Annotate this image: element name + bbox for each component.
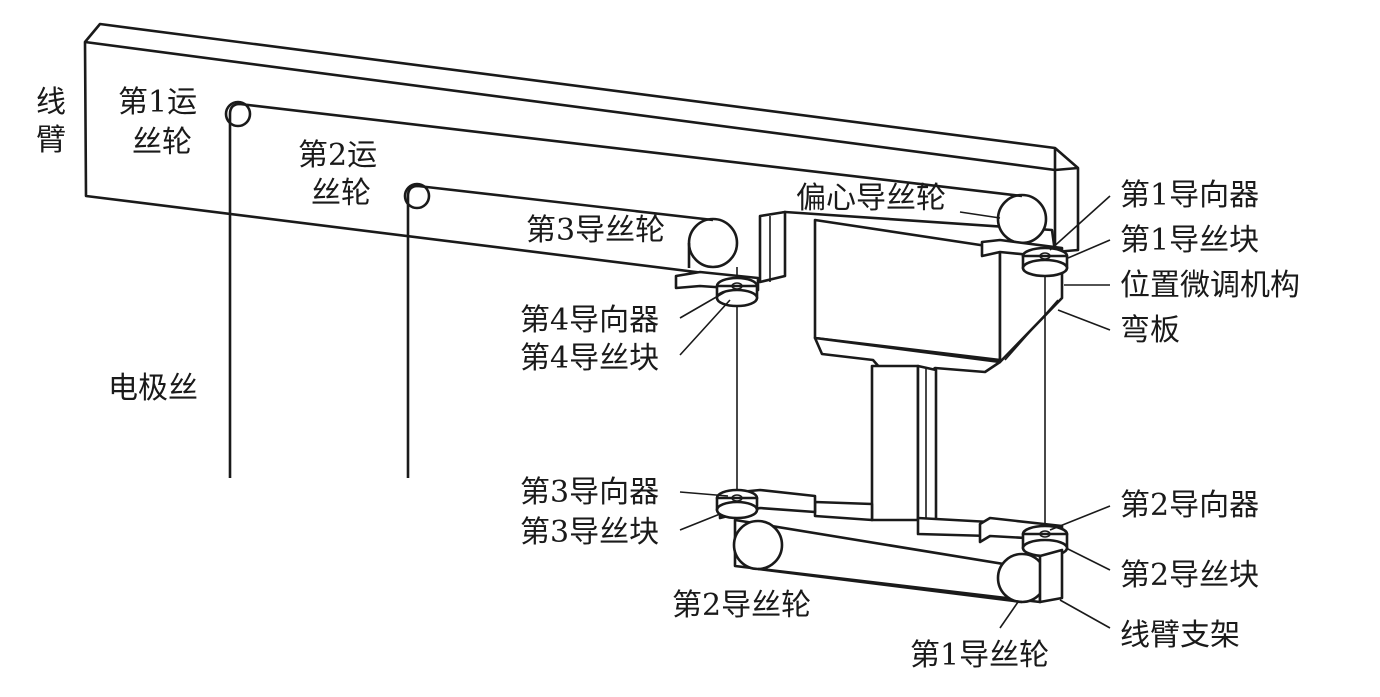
label-eccentric-wheel: 偏心导丝轮: [796, 181, 946, 216]
arm-bracket-stem: [813, 364, 992, 538]
label-wheel2-run-line2: 丝轮: [311, 176, 371, 211]
label-block3: 第3导丝块: [520, 515, 659, 550]
label-electrode-wire: 电极丝: [108, 371, 198, 406]
left-hanging-plate: [758, 210, 787, 284]
eccentric-wheel-icon: [996, 193, 1048, 245]
guide-wheel2-icon: [732, 519, 784, 571]
label-arm-line1: 线: [36, 85, 66, 120]
label-guide3: 第3导向器: [520, 475, 659, 510]
label-arm-bracket: 线臂支架: [1120, 618, 1240, 653]
guide2-block2: [978, 516, 1069, 604]
label-fine-adjust: 位置微调机构: [1120, 268, 1300, 303]
leader-lines: [679, 195, 1111, 629]
label-guide2: 第2导向器: [1120, 488, 1259, 523]
guide4-block4: [674, 270, 760, 308]
label-wheel1-run-line2: 丝轮: [132, 125, 192, 160]
label-wheel2-run-line1: 第2运: [298, 138, 377, 173]
wire-arm-beam: [83, 22, 1080, 282]
label-block1: 第1导丝块: [1120, 223, 1259, 258]
label-arm-line2: 臂: [36, 123, 66, 158]
guide3-block3: [715, 488, 817, 520]
label-block2: 第2导丝块: [1120, 558, 1259, 593]
electrode-wire: [228, 102, 1046, 604]
label-guide-wheel2: 第2导丝轮: [672, 588, 811, 623]
label-bend-plate: 弯板: [1120, 313, 1180, 348]
label-guide-wheel1: 第1导丝轮: [910, 638, 1049, 673]
guide-wheel3-icon: [687, 217, 739, 269]
guide1-block1: [980, 238, 1069, 278]
label-guide1: 第1导向器: [1120, 178, 1259, 213]
label-wheel1-run-line1: 第1运: [118, 85, 197, 120]
label-block4: 第4导丝块: [520, 341, 659, 376]
label-guide-wheel3: 第3导丝轮: [526, 213, 665, 248]
label-guide4: 第4导向器: [520, 303, 659, 338]
